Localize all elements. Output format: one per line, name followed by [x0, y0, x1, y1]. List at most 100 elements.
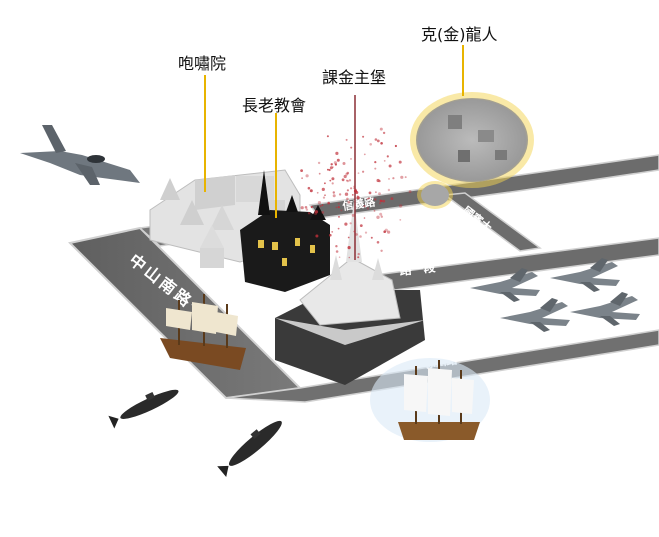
- particle: [362, 135, 365, 138]
- particle: [357, 172, 360, 175]
- particle: [349, 222, 352, 225]
- particle: [337, 227, 340, 230]
- krypton-dragon-fortress: [410, 92, 534, 209]
- particle: [363, 217, 366, 219]
- particle: [324, 182, 326, 185]
- particle: [329, 166, 333, 170]
- particle: [307, 186, 311, 190]
- submarine-icon: [217, 420, 282, 478]
- sailing-ship-icon: [370, 358, 490, 442]
- particle: [321, 211, 325, 214]
- particle: [400, 175, 404, 179]
- particle: [307, 212, 311, 215]
- particle: [386, 155, 389, 158]
- particle: [353, 187, 355, 189]
- sailing-ship-icon: [160, 294, 246, 370]
- road-label-right-a: 路一段: [399, 259, 437, 278]
- fighter-jet-icon: [550, 258, 620, 292]
- particle: [355, 233, 358, 236]
- particle: [330, 163, 333, 166]
- particle: [363, 205, 366, 208]
- particle: [379, 202, 381, 205]
- particle: [331, 231, 334, 233]
- particle: [404, 176, 407, 179]
- particle: [326, 135, 329, 138]
- particle: [335, 245, 338, 248]
- particle: [315, 234, 319, 238]
- particle: [368, 191, 372, 195]
- particle: [344, 192, 349, 196]
- particle: [383, 230, 387, 233]
- particle: [338, 216, 340, 218]
- particle: [346, 189, 349, 192]
- particle: [408, 190, 412, 194]
- particle: [398, 204, 403, 208]
- particle: [329, 233, 332, 237]
- particle: [316, 191, 319, 194]
- particle: [350, 158, 352, 160]
- submarine-icon: [108, 389, 179, 429]
- particle: [383, 160, 386, 162]
- particle: [317, 161, 321, 165]
- particle: [346, 197, 349, 201]
- particle: [354, 188, 357, 191]
- fighter-jet-icon: [570, 292, 640, 326]
- particle: [356, 195, 359, 198]
- particle: [388, 164, 392, 168]
- particle: [305, 174, 309, 178]
- particle: [335, 250, 339, 253]
- particle: [332, 191, 335, 194]
- particle: [305, 208, 309, 211]
- particle: [328, 168, 331, 172]
- particle: [351, 213, 355, 217]
- particle: [346, 171, 350, 175]
- particle: [321, 187, 325, 191]
- particle: [370, 236, 373, 239]
- particle: [301, 177, 303, 180]
- particle: [342, 162, 346, 165]
- particle: [388, 178, 390, 180]
- particle: [300, 169, 303, 173]
- particle: [357, 252, 360, 256]
- particle: [300, 206, 304, 210]
- particle: [376, 178, 380, 183]
- particle: [380, 215, 383, 218]
- particle: [379, 212, 383, 216]
- label-elders-church: 長老教會: [242, 96, 307, 115]
- particle: [314, 210, 319, 214]
- particle: [376, 241, 380, 244]
- particle: [347, 200, 351, 204]
- particle: [338, 193, 342, 196]
- particle: [374, 161, 377, 164]
- particle: [357, 256, 360, 259]
- particle: [345, 172, 349, 176]
- particle: [318, 172, 321, 175]
- particle: [382, 131, 386, 135]
- fighter-jet-icon: [500, 298, 570, 332]
- particle: [317, 201, 321, 205]
- particle: [353, 185, 356, 188]
- particle: [375, 191, 377, 194]
- particle: [366, 207, 370, 210]
- particle: [350, 187, 353, 190]
- particle: [314, 212, 318, 216]
- particle: [331, 177, 335, 181]
- particle: [362, 170, 365, 173]
- road-connector: [443, 192, 542, 252]
- particle: [309, 189, 313, 193]
- particle: [379, 127, 383, 131]
- fighter-jet-icon: [470, 268, 540, 302]
- particle: [334, 163, 337, 166]
- particle: [378, 192, 381, 196]
- particle: [399, 219, 402, 221]
- particle: [345, 138, 348, 141]
- particle: [347, 236, 350, 239]
- particle: [335, 151, 339, 155]
- particle: [348, 179, 352, 182]
- particle: [394, 144, 397, 148]
- particle: [380, 142, 383, 145]
- label-pointers: [204, 45, 464, 218]
- particle: [350, 146, 353, 149]
